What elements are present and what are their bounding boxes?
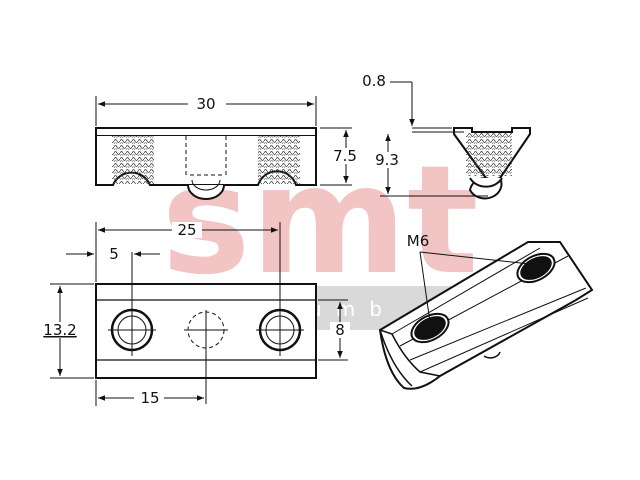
front-view — [95, 127, 317, 200]
plan-view-dimensions — [50, 222, 348, 406]
dim-center-offset: 15 — [140, 389, 159, 407]
dim-hole-spacing: 25 — [177, 221, 196, 239]
label-thread: M6 — [407, 232, 430, 250]
isometric-leaders — [419, 251, 531, 323]
dim-side-height: 9.3 — [375, 151, 399, 169]
isometric-view — [378, 241, 594, 390]
dim-top-height: 7.5 — [333, 147, 357, 165]
dim-slot-width: 8 — [335, 321, 345, 339]
dim-width: 13.2 — [43, 321, 76, 339]
dim-center-offset-bg — [134, 390, 164, 406]
dim-width-bg — [42, 322, 78, 338]
plan-view-centerlines — [108, 222, 304, 404]
dim-top-width-bg — [188, 96, 226, 112]
dim-top-height-bg — [330, 148, 358, 164]
side-view — [453, 127, 531, 200]
dim-hole-spacing-bg — [172, 222, 202, 238]
dim-slot-width-bg — [330, 322, 350, 338]
dim-side-height-bg — [372, 152, 402, 168]
dim-hole-offset: 5 — [109, 245, 119, 263]
dim-side-top: 0.8 — [362, 72, 386, 90]
dim-top-width: 30 — [196, 95, 215, 113]
